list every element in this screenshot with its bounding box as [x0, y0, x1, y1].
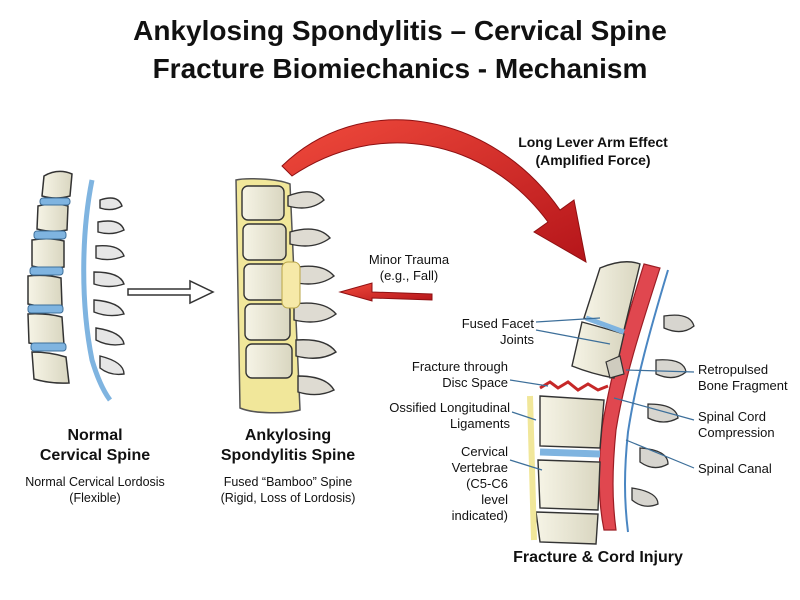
- normal-spine-processes: [93, 197, 125, 376]
- ossified-ligament: [527, 395, 537, 541]
- title-line-1: Ankylosing Spondylitis – Cervical Spine: [133, 15, 667, 46]
- as-subtitle: Fused “Bamboo” Spine (Rigid, Loss of Lor…: [196, 474, 380, 506]
- lever-arm-label: Long Lever Arm Effect (Amplified Force): [498, 133, 688, 169]
- fragment-label-line1: Retropulsed: [698, 362, 769, 377]
- cord-label-line2: Compression: [698, 425, 775, 440]
- normal-subtitle-line1: Normal Cervical Lordosis: [25, 475, 165, 489]
- as-heading-line1: Ankylosing: [244, 427, 332, 444]
- vertebrae-label-line1: Cervical: [461, 444, 508, 459]
- facet-label-line1: Fused Facet: [461, 316, 534, 331]
- as-subtitle-line2: (Rigid, Loss of Lordosis): [220, 491, 356, 505]
- normal-subtitle-line2: (Flexible): [69, 491, 121, 505]
- retropulsed-fragment: [605, 355, 625, 379]
- leader-lines: [509, 317, 695, 471]
- normal-subtitle: Normal Cervical Lordosis (Flexible): [4, 474, 186, 506]
- as-spine-processes: [287, 191, 338, 396]
- as-heading-line2: Spondylitis Spine: [220, 447, 356, 464]
- trauma-arrow: [338, 282, 433, 302]
- vertebrae-label-line4: level: [481, 492, 508, 507]
- as-spine-vertebrae: [241, 185, 293, 379]
- fracture-spine: [527, 261, 695, 545]
- disc-fracture-label-line2: Disc Space: [442, 375, 508, 390]
- facet-label-line2: Joints: [500, 332, 534, 347]
- fracture-heading: Fracture & Cord Injury: [513, 549, 683, 566]
- fracture-spine-processes: [631, 314, 695, 507]
- progression-arrow: [127, 279, 215, 305]
- ligament-label: Ossified Longitudinal Ligaments: [362, 400, 510, 432]
- trauma-label-line2: (e.g., Fall): [379, 268, 439, 283]
- ligament-label-line1: Ossified Longitudinal: [389, 400, 510, 415]
- fracture-lower-segment: [535, 395, 605, 545]
- ligament-label-line2: Ligaments: [450, 416, 510, 431]
- normal-spine-discs: [27, 197, 71, 352]
- spinal-canal-line: [624, 269, 669, 533]
- fragment-label-line2: Bone Fragment: [698, 378, 788, 393]
- normal-heading-line1: Normal: [67, 427, 123, 444]
- lever-arm-arrow: [281, 119, 587, 263]
- cord-label: Spinal Cord Compression: [698, 409, 798, 441]
- vertebrae-label-line5: indicated): [451, 508, 508, 523]
- disc-fracture-label-line1: Fracture through: [411, 359, 508, 374]
- facet-label: Fused Facet Joints: [424, 316, 534, 348]
- normal-spine-canal-line: [81, 179, 113, 402]
- vertebrae-label: Cervical Vertebrae (C5-C6 level indicate…: [424, 444, 508, 524]
- lever-arm-label-line1: Long Lever Arm Effect: [518, 134, 668, 150]
- trauma-label: Minor Trauma (e.g., Fall): [354, 252, 464, 284]
- as-subtitle-line1: Fused “Bamboo” Spine: [223, 475, 353, 489]
- disc-fracture-label: Fracture through Disc Space: [384, 359, 508, 391]
- fracture-line: [539, 380, 609, 392]
- normal-heading-line2: Cervical Spine: [39, 447, 151, 464]
- normal-heading: Normal Cervical Spine: [20, 426, 170, 466]
- lever-arm-label-line2: (Amplified Force): [535, 152, 651, 168]
- canal-label: Spinal Canal: [698, 461, 772, 476]
- cord-label-line1: Spinal Cord: [698, 409, 766, 424]
- as-spine-bridging: [281, 261, 301, 309]
- vertebrae-label-line3: (C5-C6: [466, 476, 508, 491]
- trauma-label-line1: Minor Trauma: [368, 252, 450, 267]
- fragment-label: Retropulsed Bone Fragment: [698, 362, 798, 394]
- as-spine: [235, 178, 338, 414]
- normal-spine-vertebrae: [27, 170, 73, 384]
- as-heading: Ankylosing Spondylitis Spine: [200, 426, 376, 466]
- title-line-2: Fracture Biomiechanics - Mechanism: [152, 53, 648, 84]
- normal-spine: [27, 170, 125, 402]
- vertebrae-label-line2: Vertebrae: [451, 460, 508, 475]
